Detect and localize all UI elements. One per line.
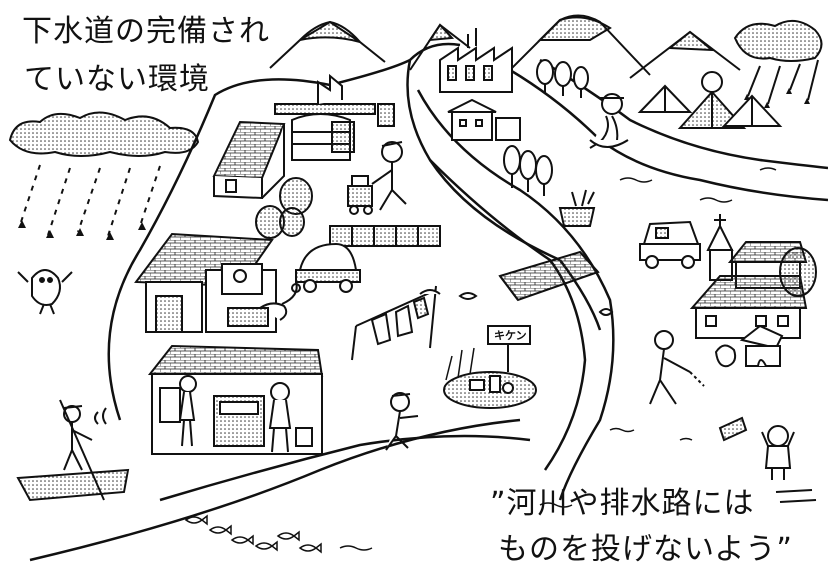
worker-with-cart <box>347 141 407 215</box>
drain-pipe <box>281 281 301 305</box>
man-dumping <box>649 330 705 405</box>
trees-upper <box>503 59 589 196</box>
bushes-center <box>255 177 313 239</box>
greenhouses <box>212 120 286 200</box>
camping-tents <box>637 71 783 129</box>
laundry-line <box>351 285 441 361</box>
slogan-marks <box>775 489 817 503</box>
floating-trash <box>458 292 748 442</box>
bridge <box>498 250 600 302</box>
dog-house <box>714 324 784 368</box>
title-line-1: 下水道の完備され <box>22 14 270 49</box>
danger-sign-label: キケン <box>494 329 527 342</box>
house-upper-left <box>134 232 288 333</box>
rain-cloud-left <box>8 111 200 240</box>
rain-cloud-right <box>733 19 823 108</box>
fountain <box>558 189 596 227</box>
water-ripples <box>339 167 777 551</box>
van <box>639 220 701 269</box>
slogan-line-2: ものを投げないよう” <box>498 532 793 567</box>
fisherman-on-boat <box>16 399 130 502</box>
boy-holding-nose <box>761 425 795 480</box>
danger-sign <box>487 325 531 372</box>
garbage-pile <box>443 347 537 409</box>
river <box>29 42 828 562</box>
title-line-2: ていない環境 <box>24 62 210 97</box>
house-lower-left <box>147 344 324 455</box>
factory <box>439 28 513 93</box>
slogan-line-1: ”河川や排水路には <box>490 486 755 521</box>
houses-right <box>689 247 817 339</box>
owl-bird <box>17 269 73 315</box>
people-in-house <box>178 375 313 453</box>
fish-school <box>184 514 322 554</box>
industrial-site <box>274 73 395 161</box>
camper-person <box>589 93 629 149</box>
dumped-car <box>295 242 361 293</box>
fence <box>329 225 441 247</box>
small-building <box>447 98 521 141</box>
child-playing <box>385 392 419 451</box>
mountains <box>269 14 741 81</box>
